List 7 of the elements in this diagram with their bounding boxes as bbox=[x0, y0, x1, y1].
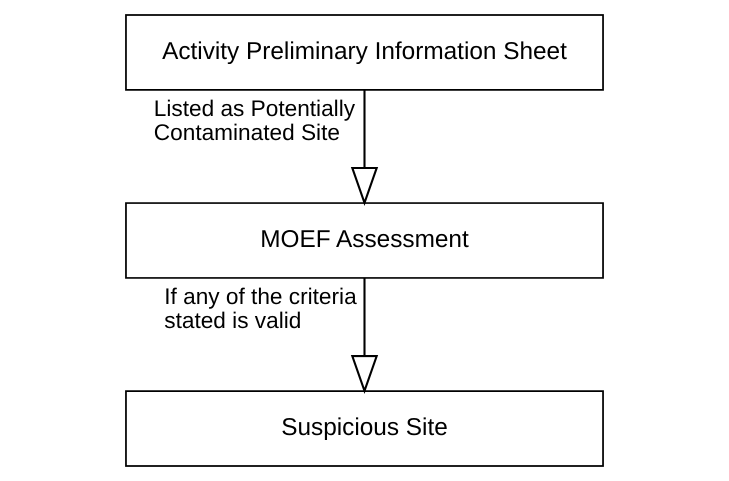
arrow bbox=[350, 278, 378, 394]
node-box: MOEF Assessment bbox=[125, 202, 604, 279]
edge-label: If any of the criteria stated is valid bbox=[164, 284, 357, 334]
node-box: Activity Preliminary Information Sheet bbox=[125, 14, 604, 91]
node-box: Suspicious Site bbox=[125, 390, 604, 467]
edge-label: Listed as Potentially Contaminated Site bbox=[154, 96, 356, 146]
arrow bbox=[350, 90, 378, 206]
